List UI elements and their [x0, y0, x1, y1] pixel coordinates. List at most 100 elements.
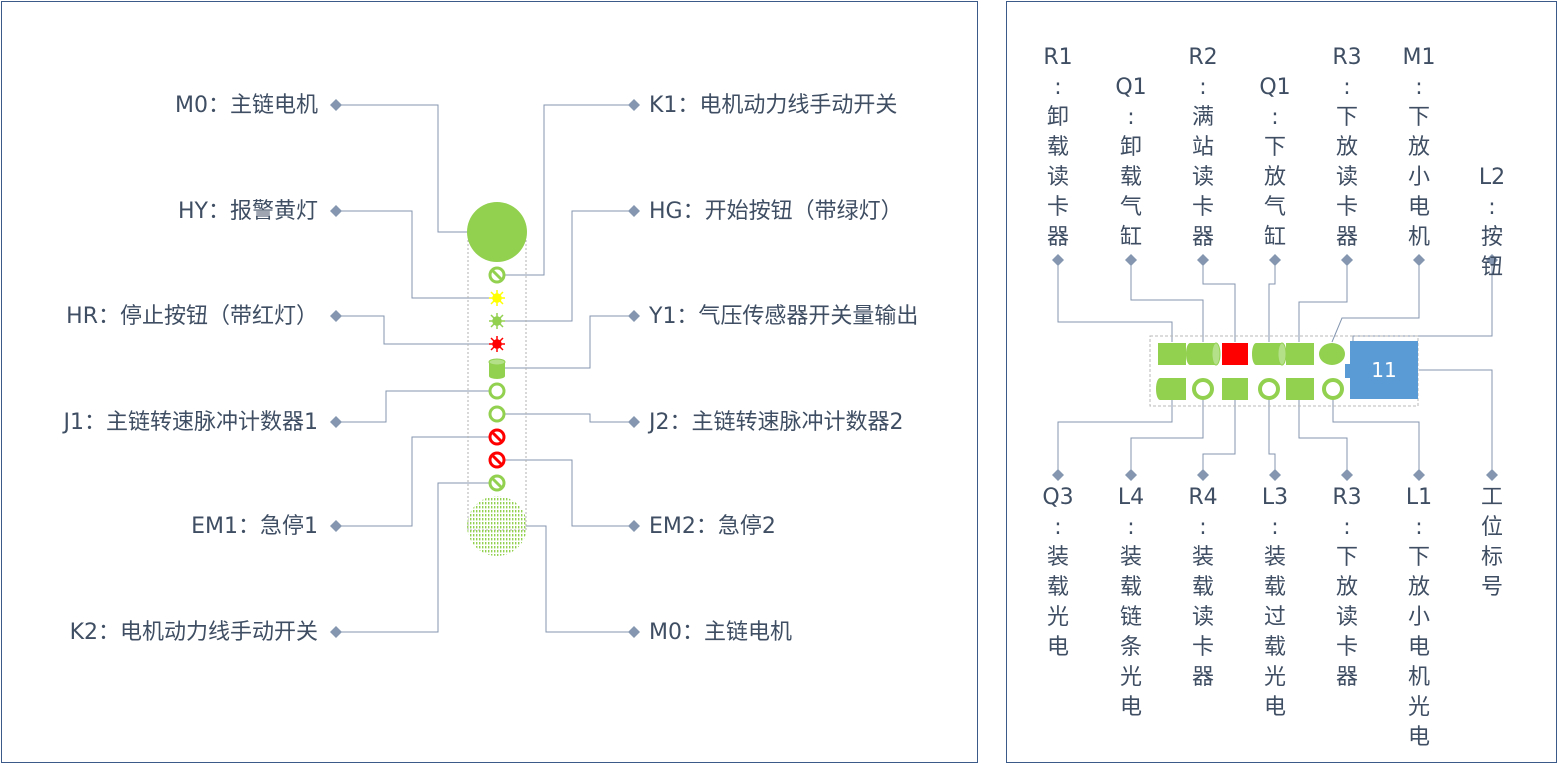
- yellow-light-icon: [489, 290, 505, 306]
- right-panel: 11 R1:卸载读卡器 Q1:卸载气缸 R2:满站读卡器 Q1:下放气缸 R3:…: [1006, 1, 1557, 763]
- connector-q1a: [1130, 260, 1204, 342]
- q1-lower-cylinder: [1252, 342, 1287, 366]
- connector-r1: [1057, 260, 1173, 342]
- connector-r2: [1202, 260, 1236, 342]
- diamond-hg: [628, 205, 640, 217]
- label-q3: Q3:装载光电: [1042, 485, 1074, 660]
- connector-j1: [336, 390, 490, 423]
- j1-counter-icon: [488, 382, 506, 400]
- label-hg: HG：开始按钮（带绿灯）: [649, 199, 903, 224]
- diamond-k1: [628, 99, 640, 111]
- right-diagram-graphics: [1052, 254, 1498, 481]
- label-l2: L2:按钮: [1478, 165, 1506, 280]
- connector-r3a: [1298, 260, 1348, 342]
- diamond-r4: [1197, 469, 1209, 481]
- diamond-q1a: [1125, 254, 1137, 266]
- diamond-hy: [330, 205, 342, 217]
- diamond-y1: [628, 310, 640, 322]
- diamond-r1: [1052, 254, 1064, 266]
- label-y1: Y1：气压传感器开关量输出: [649, 304, 919, 329]
- left-diagram-graphics: [330, 99, 640, 638]
- label-tag: 工位标号: [1480, 485, 1503, 600]
- diamond-tag: [1486, 469, 1498, 481]
- main-motor-circle: [467, 202, 527, 262]
- label-r3a: R3:下放读卡器: [1332, 45, 1362, 250]
- diamond-q1b: [1269, 254, 1281, 266]
- label-l3: L3:装载过载光电: [1261, 485, 1289, 720]
- diamond-k2: [330, 626, 342, 638]
- label-r1: R1:卸载读卡器: [1043, 45, 1073, 250]
- diamond-em1: [330, 520, 342, 532]
- label-k1: K1：电机动力线手动开关: [649, 93, 898, 118]
- diamond-hr: [330, 310, 342, 322]
- k1-switch-icon: [488, 266, 506, 284]
- connector-l4: [1130, 399, 1204, 475]
- q3-load-photo-block: [1156, 378, 1186, 400]
- diamond-m1: [1413, 254, 1425, 266]
- connector-m0b: [526, 525, 634, 633]
- q1-unload-cylinder: [1186, 342, 1221, 366]
- m1-small-motor-block: [1319, 343, 1345, 365]
- label-j2: J2：主链转速脉冲计数器2: [649, 410, 904, 435]
- label-l4: L4:装载链条光电: [1117, 485, 1145, 720]
- connector-tag: [1419, 369, 1493, 475]
- label-m1: M1:下放小电机: [1402, 45, 1436, 250]
- station-number: 11: [1371, 358, 1397, 382]
- k2-switch-icon: [488, 474, 506, 492]
- diamond-l3: [1269, 469, 1281, 481]
- j2-counter-icon: [488, 405, 506, 423]
- main-motor-hatched-circle: [467, 496, 527, 556]
- red-light-icon: [489, 336, 505, 352]
- diamond-l4: [1125, 469, 1137, 481]
- label-q1a: Q1:卸载气缸: [1115, 75, 1147, 250]
- label-m0: M0：主链电机: [175, 93, 318, 118]
- label-j1: J1：主链转速脉冲计数器1: [63, 410, 318, 435]
- label-em2: EM2：急停2: [649, 514, 776, 539]
- diamond-l2: [1486, 254, 1498, 266]
- diamond-m0: [330, 99, 342, 111]
- connector-q3: [1057, 399, 1173, 475]
- r4-load-reader-block: [1222, 378, 1248, 400]
- diamond-j1: [330, 416, 342, 428]
- label-em1: EM1：急停1: [191, 514, 318, 539]
- diamond-r3a: [1341, 254, 1353, 266]
- connector-hy: [336, 210, 490, 299]
- connector-j2: [504, 413, 634, 423]
- em1-stop-icon: [488, 428, 506, 446]
- em2-stop-icon: [488, 451, 506, 469]
- label-hy: HY：报警黄灯: [178, 199, 318, 224]
- r2-full-reader-block: [1222, 343, 1248, 365]
- diamond-r3b: [1341, 469, 1353, 481]
- connector-em2: [504, 459, 634, 527]
- label-r3b: R3:下放读卡器: [1332, 485, 1362, 690]
- l3-overload-photo-ring: [1258, 378, 1280, 400]
- label-m0b: M0：主链电机: [649, 620, 792, 645]
- diamond-em2: [628, 520, 640, 532]
- label-hr: HR：停止按钮（带红灯）: [66, 304, 318, 329]
- connector-y1: [504, 315, 634, 369]
- connector-l3: [1268, 399, 1276, 475]
- connector-m1: [1331, 260, 1420, 343]
- connector-k2: [336, 482, 490, 633]
- connector-hr: [336, 315, 490, 345]
- diamond-q3: [1052, 469, 1064, 481]
- connector-em1: [336, 436, 490, 527]
- l2-button-notch: [1345, 364, 1353, 378]
- diamond-j2: [628, 416, 640, 428]
- r1-reader-block: [1158, 343, 1186, 365]
- label-r2: R2:满站读卡器: [1188, 45, 1218, 250]
- r3-lower-reader-block-bottom: [1286, 378, 1314, 400]
- station-tag-block: [1350, 341, 1418, 399]
- connector-hg: [504, 210, 634, 322]
- label-l1: L1:下放小电机光电: [1405, 485, 1433, 750]
- connector-r3b: [1298, 399, 1348, 475]
- l4-chain-photo-ring: [1192, 378, 1214, 400]
- pressure-sensor-icon: [488, 358, 506, 379]
- connector-m0: [336, 104, 468, 233]
- connector-r4: [1202, 399, 1236, 475]
- green-light-icon: [489, 313, 505, 329]
- label-q1b: Q1:下放气缸: [1259, 75, 1291, 250]
- connector-k1: [504, 104, 634, 276]
- label-r4: R4:装载读卡器: [1188, 485, 1218, 690]
- connector-q1b: [1268, 260, 1276, 342]
